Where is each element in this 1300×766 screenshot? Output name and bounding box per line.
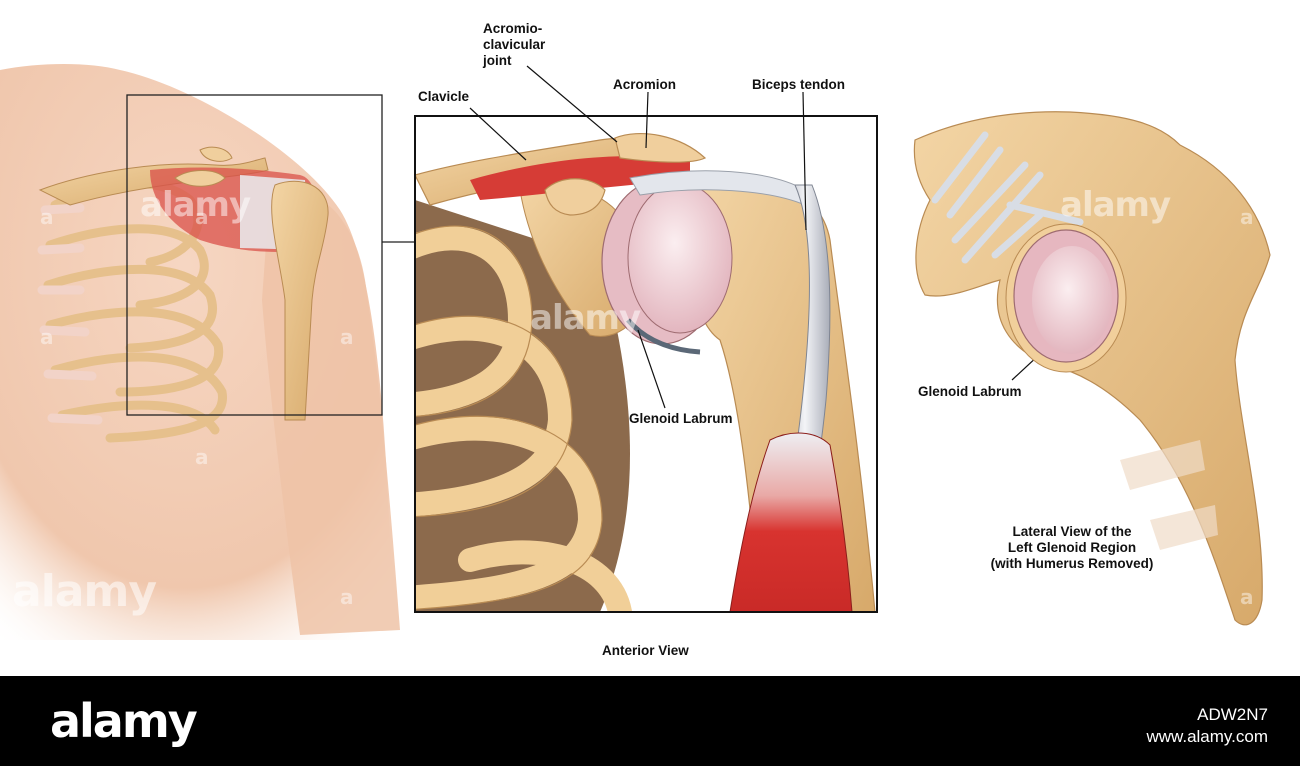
watermark-brand-right: alamy (1060, 185, 1171, 225)
svg-text:a: a (920, 445, 934, 469)
svg-text:a: a (1240, 205, 1254, 229)
torso-figure (0, 64, 410, 640)
lateral-ligaments (931, 131, 1084, 264)
label-clavicle: Clavicle (418, 89, 470, 104)
svg-text:a: a (195, 445, 209, 469)
watermark-brand-center: alamy (530, 298, 641, 338)
svg-text:a: a (650, 445, 664, 469)
label-ac-joint: Acromio- clavicular joint (483, 21, 546, 68)
torso-humerus (271, 180, 329, 421)
anterior-humeral-head (627, 182, 733, 334)
svg-text:a: a (340, 325, 354, 349)
leader-ac-joint (526, 65, 618, 143)
anterior-coracoid (544, 178, 606, 216)
watermark-brand-torso: alamy (140, 185, 251, 225)
label-biceps-tendon: Biceps tendon (752, 77, 846, 92)
leader-acromion (645, 91, 649, 149)
biceps-muscle (729, 432, 853, 612)
torso-coracoid (199, 146, 233, 162)
caption-anterior-view: Anterior View (602, 643, 689, 658)
anterior-view-panel (415, 116, 877, 612)
svg-text:a: a (1240, 325, 1254, 349)
footer-bar: alamy ADW2N7 www.alamy.com (0, 676, 1300, 766)
lateral-rib-shadows (1120, 440, 1218, 550)
label-glenoid-labrum-lateral: Glenoid Labrum (918, 384, 1022, 399)
anterior-acromion (614, 132, 707, 163)
anterior-muscle (470, 156, 690, 200)
label-acromion: Acromion (613, 77, 677, 92)
footer-site-url: www.alamy.com (1146, 727, 1268, 746)
label-glenoid-labrum-anterior: Glenoid Labrum (629, 411, 733, 426)
leader-lines (469, 65, 1069, 409)
footer-brand-logo: alamy (50, 694, 198, 748)
svg-text:a: a (1240, 585, 1254, 609)
svg-text:a: a (195, 205, 209, 229)
lateral-scapula (913, 111, 1271, 626)
watermark-brand-left: alamy (12, 566, 157, 617)
svg-text:a: a (340, 585, 354, 609)
svg-text:a: a (40, 205, 54, 229)
anterior-ribs (415, 226, 632, 612)
anterior-labrum-lower (626, 318, 701, 355)
svg-text:a: a (40, 325, 54, 349)
leader-biceps (802, 91, 807, 231)
leader-clavicle (469, 107, 527, 161)
caption-lateral-view: Lateral View of the Left Glenoid Region … (990, 524, 1154, 571)
lateral-glenoid-fossa (1032, 246, 1112, 354)
watermark-letters: a a a a a a a a a a a (40, 205, 1254, 609)
footer-image-id: ADW2N7 (1197, 705, 1268, 724)
leader-glenoid-anterior (637, 329, 666, 409)
torso-acromion (174, 170, 226, 187)
rib-outlines (415, 225, 603, 610)
zoom-indicator-box (126, 94, 383, 416)
lateral-view-figure (913, 111, 1271, 626)
torso-cartilage (37, 203, 103, 425)
anterior-view-frame (414, 115, 878, 613)
